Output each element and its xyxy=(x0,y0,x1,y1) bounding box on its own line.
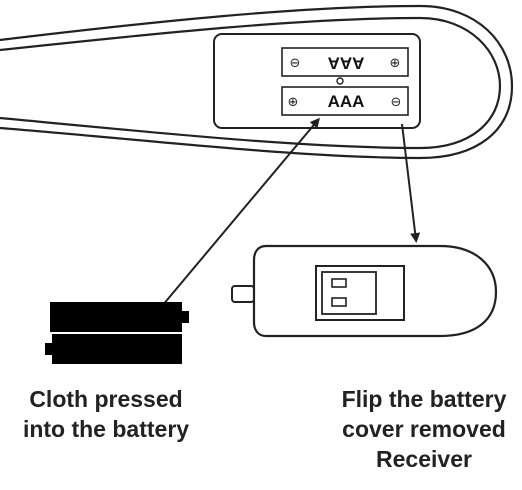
arrow-icon xyxy=(401,123,421,243)
contact-circle xyxy=(336,77,344,85)
aaa-battery-pair-icon xyxy=(45,302,189,364)
polarity-minus-icon: ⊖ xyxy=(391,95,402,110)
arrow-icon xyxy=(161,117,320,307)
battery-slot-top: ⊖ AAA ⊕ xyxy=(281,47,409,77)
battery-slot-bottom: ⊕ AAA ⊖ xyxy=(281,86,409,116)
battery-compartment: ⊖ AAA ⊕ ⊕ AAA ⊖ xyxy=(213,33,421,129)
caption-left-line1: Cloth pressed xyxy=(29,386,183,412)
caption-left-line2: into the battery xyxy=(22,416,190,442)
battery-bottom-label: AAA xyxy=(328,92,365,111)
battery-top-label: AAA xyxy=(328,54,365,73)
polarity-minus-icon: ⊖ xyxy=(290,56,301,71)
usb-receiver-icon xyxy=(231,244,498,338)
mouse-body xyxy=(0,4,514,160)
polarity-plus-icon: ⊕ xyxy=(390,56,401,71)
caption-right-line1: Flip the battery xyxy=(341,386,507,412)
polarity-plus-icon: ⊕ xyxy=(288,95,299,110)
caption-right-line3: Receiver xyxy=(376,446,472,472)
caption-right-line2: cover removed xyxy=(342,416,506,442)
caption-left: Cloth pressed into the battery xyxy=(0,384,212,444)
caption-right: Flip the battery cover removed Receiver xyxy=(318,384,522,474)
